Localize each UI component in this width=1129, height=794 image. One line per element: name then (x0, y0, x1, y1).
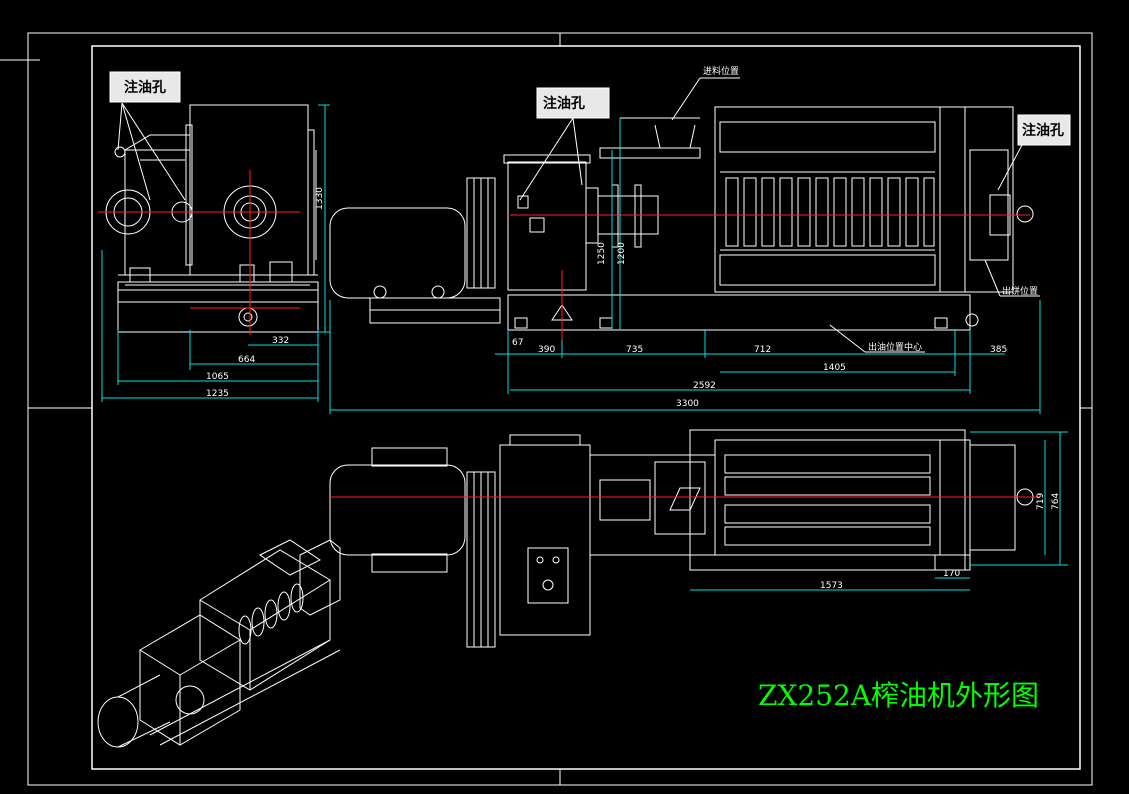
cage-ribs (725, 177, 935, 247)
callout-oil-hole-middle: 注油孔 (519, 87, 610, 201)
front-view (329, 106, 1034, 331)
dim-719: 719 (1036, 493, 1046, 510)
top-view-dimensions (690, 431, 1068, 591)
top-view (329, 429, 1034, 648)
callout-oil-hole-right-label: 注油孔 (1022, 122, 1064, 139)
callout-oil-hole-left-label: 注油孔 (124, 79, 166, 96)
dim-2592: 2592 (693, 381, 716, 391)
callout-oil-hole-right: 注油孔 (997, 114, 1071, 191)
top-view-dimension-labels: 1573 170 719 764 (820, 493, 1061, 591)
callout-oil-hole-left: 注油孔 (109, 71, 181, 103)
dim-height-1250: 1250 (597, 242, 607, 265)
label-oil-outlet-center: 出油位置中心 (868, 341, 922, 353)
label-feed-position: 进料位置 (703, 65, 739, 77)
front-view-centerlines (510, 214, 1030, 340)
dim-67: 67 (512, 338, 523, 348)
front-view-dimension-labels: 67 390 735 712 385 1405 2592 3300 1250 1… (512, 242, 1007, 409)
top-cage-slots (724, 454, 931, 546)
dim-735: 735 (626, 345, 643, 355)
dim-712: 712 (754, 345, 771, 355)
front-view-dimensions (329, 118, 1041, 414)
drawing-title: ZX252A榨油机外形图 (758, 679, 1039, 712)
dim-3300: 3300 (676, 399, 699, 409)
dim-1405: 1405 (823, 363, 846, 373)
dim-664: 664 (238, 355, 255, 365)
front-view-annotations: 进料位置 出饼位置 出油位置中心 (671, 65, 1040, 353)
dim-170: 170 (943, 569, 960, 579)
dim-764: 764 (1051, 493, 1061, 510)
label-cake-position: 出饼位置 (1002, 285, 1038, 297)
dim-390: 390 (538, 345, 555, 355)
drawing-frame (0, 32, 1093, 786)
dim-height-1200: 1200 (617, 242, 627, 265)
dim-385: 385 (990, 345, 1007, 355)
dim-1065: 1065 (206, 372, 229, 382)
side-view-dimensions (101, 104, 330, 402)
callout-oil-hole-middle-label: 注油孔 (543, 95, 585, 112)
side-view-centerlines (98, 170, 300, 335)
isometric-view (97, 539, 341, 748)
dim-1235: 1235 (206, 389, 229, 399)
dim-332: 332 (272, 336, 289, 346)
side-view (105, 102, 319, 333)
side-view-dimension-labels: 332 664 1065 1235 1330 (206, 187, 325, 399)
dim-1573: 1573 (820, 581, 843, 591)
dim-height-1330: 1330 (315, 187, 325, 210)
